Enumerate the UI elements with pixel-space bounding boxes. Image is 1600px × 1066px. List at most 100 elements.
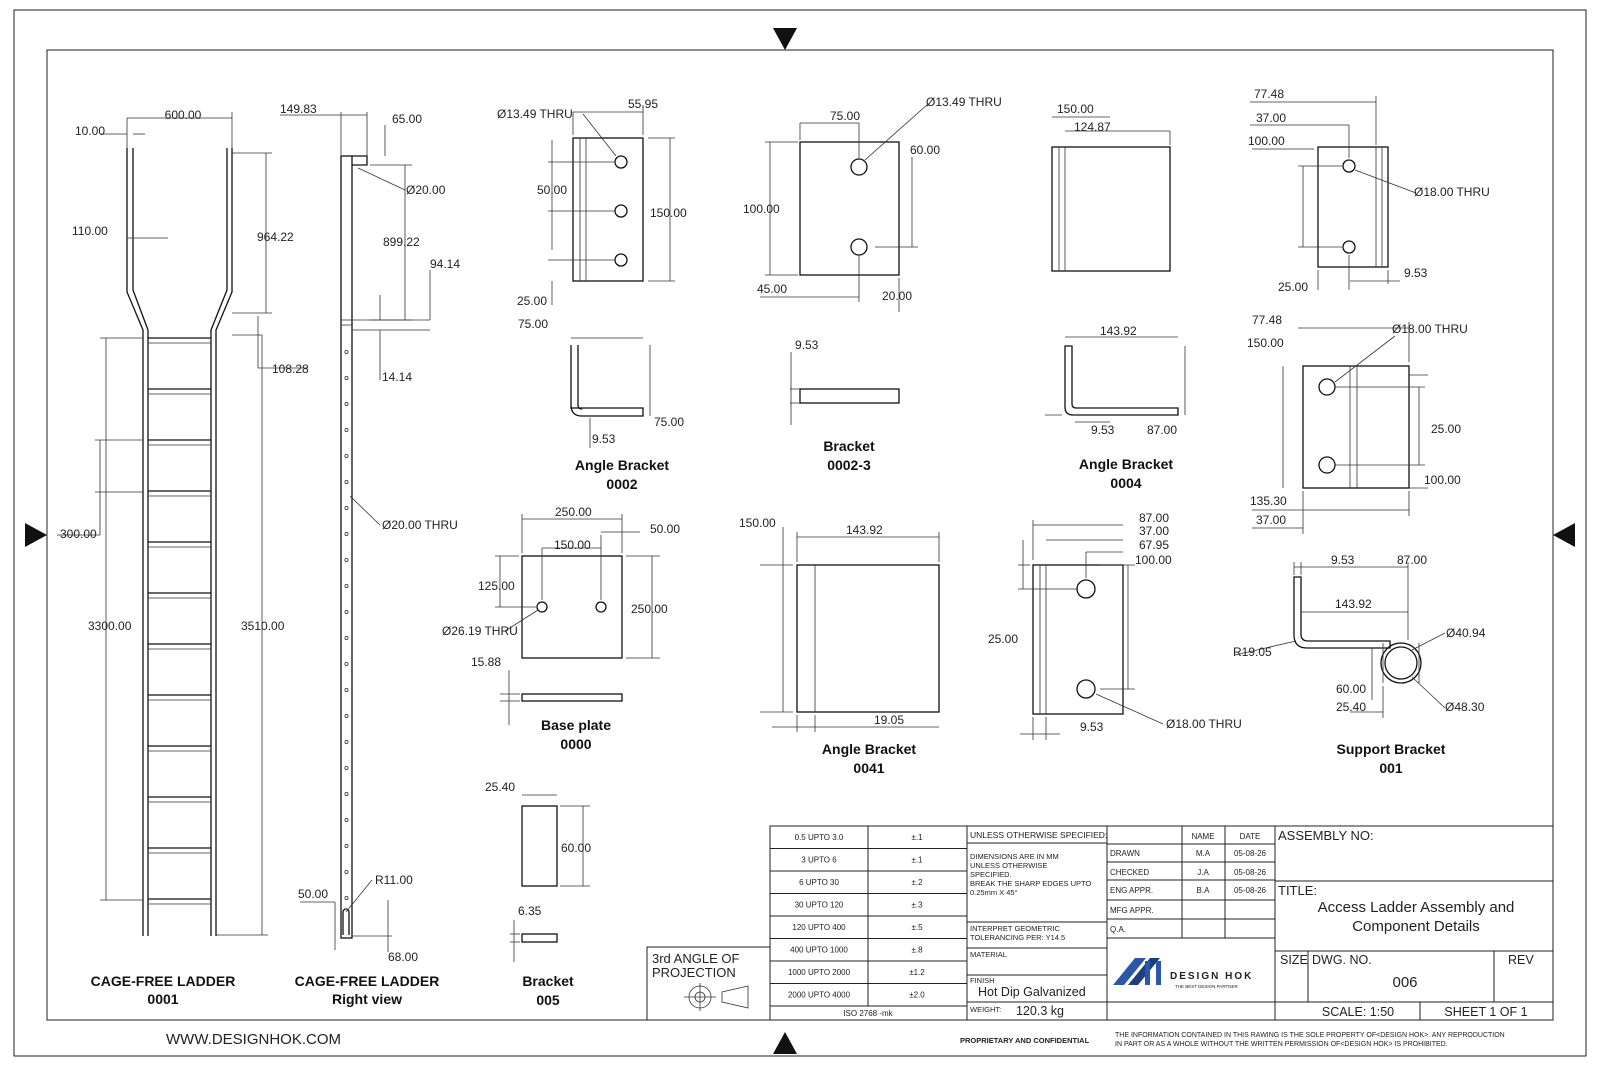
rail-hole [344, 349, 349, 354]
approval-name: J.A [1197, 868, 1209, 877]
approval-date: 05-08-26 [1234, 849, 1267, 858]
approval-name: M.A [1196, 849, 1211, 858]
rail-hole [344, 427, 349, 432]
dim-a-50: 50.00 [537, 183, 567, 197]
dim-f-thru: Ø18.00 THRU [1392, 322, 1468, 336]
dim-k-60: 60.00 [561, 841, 591, 855]
label-angle-0004-num: 0004 [1110, 475, 1141, 491]
label-base-plate-num: 0000 [560, 736, 591, 752]
outer-frame [13, 9, 1587, 1057]
dim-b-20: 20.00 [882, 289, 912, 303]
sheet-value: SHEET 1 OF 1 [1444, 1005, 1527, 1019]
weight-label: WEIGHT: [970, 1005, 1001, 1014]
rail-hole [344, 505, 349, 510]
dwg-no-label: DWG. NO. [1312, 953, 1372, 967]
dim-g-50: 50.00 [650, 522, 680, 536]
dim-i-100: 100.00 [1135, 553, 1172, 567]
dim-899: 899.22 [383, 235, 420, 249]
tolerance-value: ±.8 [911, 946, 923, 955]
view-angle-bracket-0041 [760, 527, 940, 732]
approvals-table [1106, 825, 1276, 1003]
dim-k-2540: 25.40 [485, 780, 515, 794]
tolerance-value: ±.1 [911, 833, 923, 842]
dim-f-25: 25.00 [1431, 422, 1461, 436]
rail-hole [344, 662, 349, 667]
dim-108: 108.28 [272, 362, 309, 376]
dim-g-125: 125.00 [478, 579, 515, 593]
tolerance-value: ±.1 [911, 856, 923, 865]
dim-g-thru: Ø26.19 THRU [442, 624, 518, 638]
dim-110: 110.00 [72, 224, 108, 238]
tolerance-range: 30 UPTO 120 [795, 901, 844, 910]
dim-i-37: 37.00 [1139, 524, 1169, 538]
spec-line-4: BREAK THE SHARP EDGES UPTO [970, 879, 1091, 888]
dim-b-953: 9.53 [795, 338, 819, 352]
label-angle-0041-name: Angle Bracket [822, 741, 916, 757]
label-ladder-front-name: CAGE-FREE LADDER [91, 973, 236, 989]
weight-value: 120.3 kg [1016, 1004, 1064, 1018]
dim-c-150: 150.00 [1057, 102, 1094, 116]
rail-hole [344, 896, 349, 901]
dim-a-150: 150.00 [650, 206, 687, 220]
dim-b-60: 60.00 [910, 143, 940, 157]
dim-a-5595: 55.95 [628, 97, 658, 111]
dim-R11: R11.00 [375, 873, 413, 887]
tolerance-range: 120 UPTO 400 [792, 923, 846, 932]
centering-mark-right [1553, 523, 1575, 547]
dim-964: 964.22 [257, 230, 294, 244]
tolerance-value: ±.5 [911, 923, 923, 932]
title-label: TITLE: [1278, 883, 1317, 898]
dim-b-100: 100.00 [743, 202, 780, 216]
view-ladder-right [280, 112, 431, 952]
approval-date: 05-08-26 [1234, 868, 1267, 877]
dim-s-R19: R19.05 [1233, 645, 1272, 659]
label-angle-0002-num: 0002 [606, 476, 637, 492]
projection-line-1: 3rd ANGLE OF [652, 951, 739, 966]
rail-hole [344, 688, 349, 693]
material-label: MATERIAL [970, 950, 1007, 959]
rail-hole [344, 740, 349, 745]
rail-hole [344, 375, 349, 380]
tolerance-range: 6 UPTO 30 [799, 878, 839, 887]
tolerance-range: 3 UPTO 6 [801, 856, 837, 865]
approval-role: DRAWN [1110, 849, 1140, 858]
dim-f-150: 150.00 [1247, 336, 1284, 350]
label-bracket-0002-3-num: 0002-3 [827, 457, 871, 473]
dim-f-37: 37.00 [1256, 513, 1286, 527]
title-block [1274, 825, 1554, 1021]
spec-interpret-1: INTERPRET GEOMETRIC [970, 924, 1060, 933]
approvals-date-header: DATE [1240, 832, 1261, 841]
assembly-label: ASSEMBLY NO: [1278, 828, 1374, 843]
dim-b-45: 45.00 [757, 282, 787, 296]
dim-h-14392: 143.92 [846, 523, 883, 537]
dim-g-1588: 15.88 [471, 655, 501, 669]
dim-c-14392: 143.92 [1100, 324, 1137, 338]
dim-i-953: 9.53 [1080, 720, 1104, 734]
spec-line-2: UNLESS OTHERWISE [970, 861, 1047, 870]
notice-line-1: THE INFORMATION CONTAINED IN THIS RAWING… [1115, 1032, 1505, 1039]
rail-hole [344, 479, 349, 484]
logo-name: DESIGN HOK [1170, 971, 1253, 982]
dim-14: 14.14 [382, 370, 412, 384]
dim-g-250b: 250.00 [631, 602, 668, 616]
tolerance-range: 1000 UPTO 2000 [788, 968, 851, 977]
dim-b-75: 75.00 [830, 109, 860, 123]
label-bracket-005-name: Bracket [522, 973, 574, 989]
dim-50: 50.00 [298, 887, 328, 901]
tolerance-value: ±1.2 [909, 968, 925, 977]
label-base-plate-name: Base plate [541, 717, 611, 733]
dim-a-25: 25.00 [517, 294, 547, 308]
dim-600: 600.00 [165, 108, 202, 122]
tolerance-value: ±.2 [911, 878, 923, 887]
dim-i-87: 87.00 [1139, 511, 1169, 525]
spec-line-5: 0.25mm X 45° [970, 888, 1018, 897]
view-ladder-front [57, 112, 308, 936]
dim-e-7748: 77.48 [1254, 87, 1284, 101]
rail-hole [344, 818, 349, 823]
dim-a-75: 75.00 [518, 317, 548, 331]
tolerance-range: 2000 UPTO 4000 [788, 991, 851, 1000]
website-url: WWW.DESIGNHOK.COM [166, 1031, 341, 1048]
label-angle-0004-name: Angle Bracket [1079, 456, 1173, 472]
dim-c-87: 87.00 [1147, 423, 1177, 437]
spec-line-3: SPECIFIED. [970, 870, 1012, 879]
